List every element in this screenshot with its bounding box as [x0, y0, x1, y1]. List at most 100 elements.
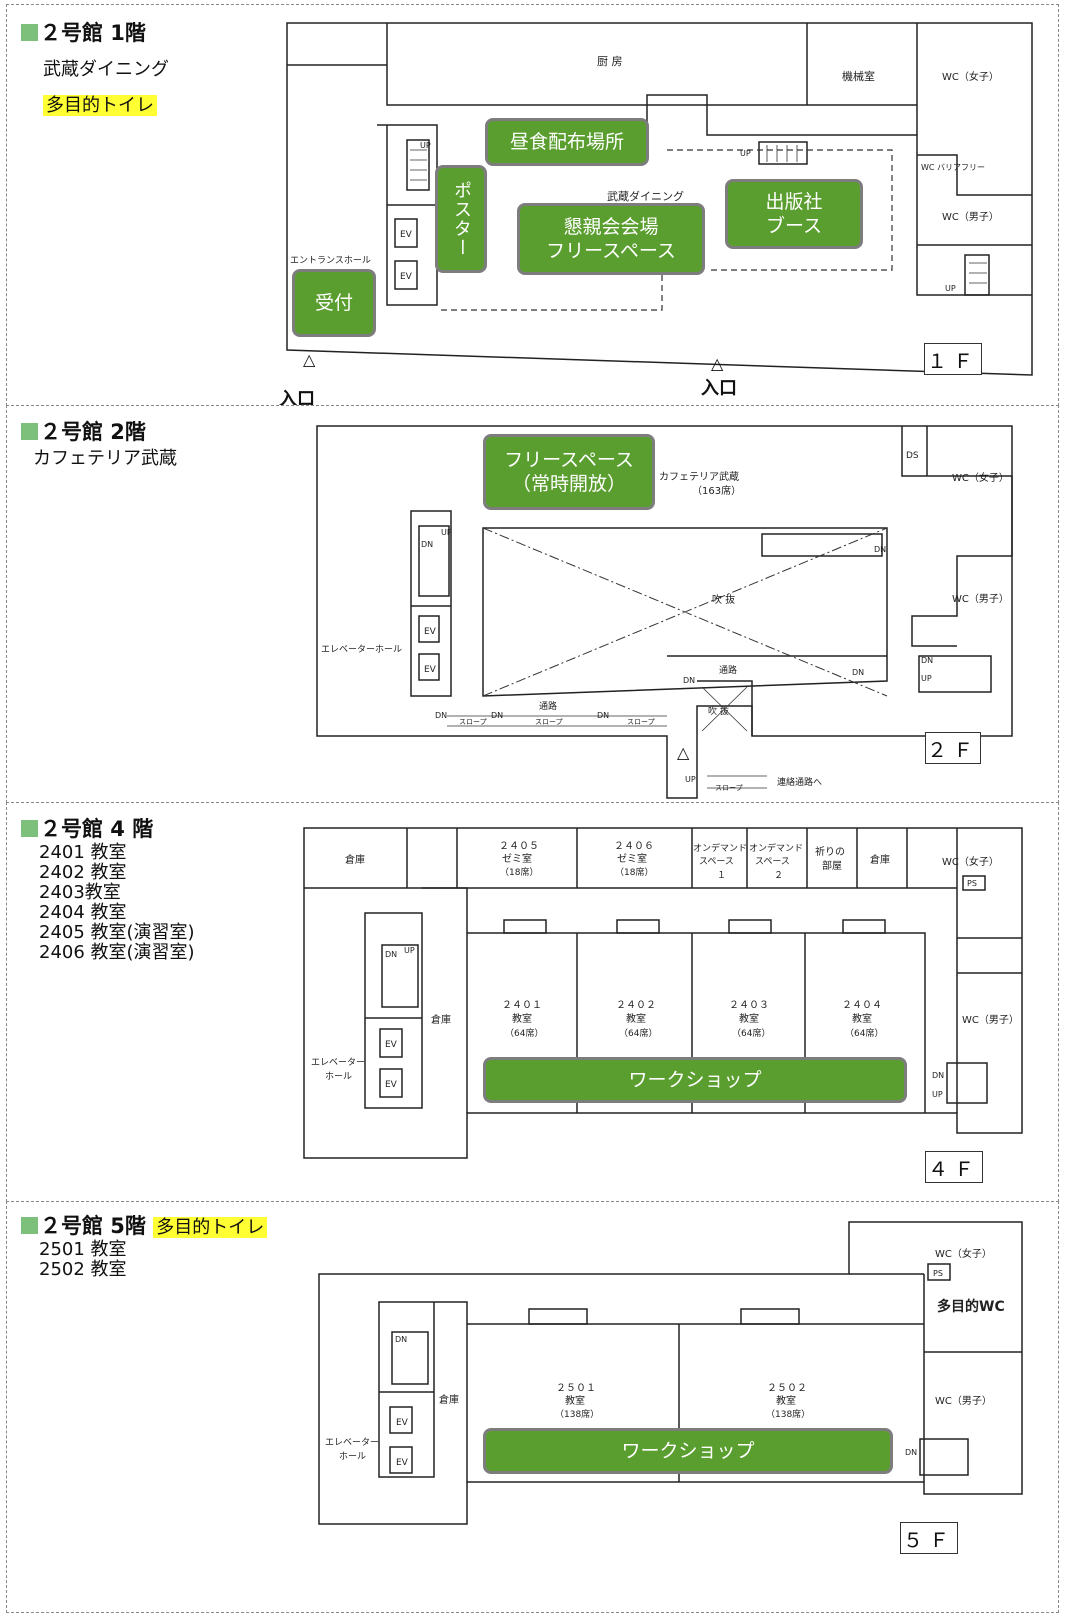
- dn-label: DN: [421, 540, 433, 549]
- up-label: UP: [420, 141, 431, 150]
- room-2403-seats: （64席）: [732, 1027, 770, 1039]
- floor-number-label: ４Ｆ: [925, 1151, 983, 1183]
- storage-label: 倉庫: [345, 853, 365, 866]
- slope-label: スロープ: [715, 784, 743, 792]
- floor-number-label: １Ｆ: [924, 343, 982, 375]
- dining-label: 武蔵ダイニング: [607, 189, 684, 203]
- up-label: UP: [441, 528, 452, 537]
- reception-party-free-space-box: 懇親会会場 フリースペース: [517, 203, 705, 275]
- green-square-icon: [21, 1217, 38, 1234]
- ev-label: EV: [424, 665, 437, 675]
- wc-male-label: WC（男子）: [962, 1014, 1019, 1026]
- kitchen-label: 厨 房: [597, 55, 623, 68]
- room-2406-number: ２４０６: [614, 841, 654, 852]
- wc-barrierfree-label: WC バリアフリー: [921, 163, 985, 172]
- room-2502-seats: （138席）: [766, 1408, 810, 1420]
- entrance-label-left: 入口: [279, 389, 315, 410]
- up-label: UP: [685, 775, 696, 784]
- room-list-item: 2401 教室: [39, 842, 127, 863]
- passage-label: 通路: [719, 664, 737, 676]
- slope-label: スロープ: [535, 718, 563, 726]
- floor-5f: ２号館 5階 多目的トイレ 2501 教室 2502 教室 WC（女子） PS …: [6, 1201, 1059, 1613]
- floor-1f-toilet: 多目的トイレ: [43, 95, 157, 116]
- multipurpose-wc-label: 多目的WC: [937, 1298, 1005, 1315]
- workshop-box: ワークショップ: [483, 1428, 893, 1474]
- floor-5f-toilet: 多目的トイレ: [153, 1217, 268, 1238]
- ondemand-1-line2: スペース: [699, 857, 734, 867]
- room-2401-type: 教室: [512, 1012, 532, 1025]
- up-label: UP: [945, 284, 956, 293]
- ondemand-2-line1: オンデマンド: [749, 842, 803, 854]
- dn-label: DN: [921, 656, 933, 665]
- room-2404-number: ２４０４: [842, 1000, 882, 1011]
- floor-2f-title: ２号館 2階: [21, 416, 146, 446]
- up-label: UP: [921, 674, 932, 683]
- floor-1f: ２号館 1階 武蔵ダイニング 多目的トイレ 厨 房 機械室 WC（女子） WC（…: [6, 4, 1059, 410]
- ondemand-1-line3: １: [717, 871, 726, 881]
- wc-male-label: WC（男子）: [942, 211, 999, 223]
- slope-label: スロープ: [627, 718, 655, 726]
- floor-5f-title: ２号館 5階 多目的トイレ: [21, 1210, 268, 1240]
- room-2502-type: 教室: [776, 1394, 796, 1407]
- slope-label: スロープ: [459, 718, 487, 726]
- cafeteria-label: カフェテリア武蔵: [659, 470, 739, 483]
- ps-label: PS: [933, 1269, 943, 1278]
- room-list-item: 2403教室: [39, 882, 121, 903]
- room-2405-type: ゼミ室: [502, 852, 532, 865]
- elevator-hall-label: エレベーターホール: [321, 644, 402, 655]
- ev-label: EV: [396, 1458, 409, 1468]
- wc-male-label: WC（男子）: [952, 593, 1009, 605]
- room-2402-type: 教室: [626, 1012, 646, 1025]
- room-2502-number: ２５０２: [767, 1383, 807, 1394]
- up-label: UP: [740, 149, 751, 158]
- ev-label: EV: [396, 1418, 409, 1428]
- entrance-marker-icon: △: [711, 354, 724, 373]
- ev-label: EV: [385, 1080, 398, 1090]
- dn-label: DN: [874, 545, 886, 554]
- room-2401-seats: （64席）: [505, 1027, 543, 1039]
- green-square-icon: [21, 820, 38, 837]
- room-list-item: 2501 教室: [39, 1239, 127, 1260]
- workshop-box: ワークショップ: [483, 1057, 907, 1103]
- wc-female-label: WC（女子）: [935, 1247, 992, 1260]
- up-label: UP: [404, 946, 415, 955]
- passage-label: 通路: [539, 700, 557, 712]
- dn-label: DN: [435, 711, 447, 720]
- room-2402-seats: （64席）: [619, 1027, 657, 1039]
- ondemand-1-line1: オンデマンド: [693, 842, 747, 854]
- green-square-icon: [21, 423, 38, 440]
- publisher-booth-box: 出版社 ブース: [725, 179, 863, 249]
- cafeteria-seats-label: （163席）: [692, 484, 741, 497]
- room-list-item: 2404 教室: [39, 902, 127, 923]
- floor-4f-plan: 倉庫 ２４０５ ゼミ室 （18席） ２４０６ ゼミ室 （18席） オンデマンド …: [303, 827, 1023, 1159]
- room-2401-number: ２４０１: [502, 1000, 542, 1011]
- room-2406-type: ゼミ室: [617, 852, 647, 865]
- dn-label: DN: [683, 676, 695, 685]
- room-2402-number: ２４０２: [616, 1000, 656, 1011]
- ev-label: EV: [400, 230, 413, 240]
- wc-female-label: WC（女子）: [952, 471, 1009, 484]
- room-2403-number: ２４０３: [729, 1000, 769, 1011]
- room-2405-seats: （18席）: [500, 866, 538, 878]
- floor-2f: ２号館 2階 カフェテリア武蔵 カフェテリア武蔵 （163席） DS WC（女子…: [6, 405, 1059, 803]
- floor-4f-room-list: 2401 教室 2402 教室 2403教室 2404 教室 2405 教室(演…: [39, 843, 195, 963]
- storage-label: 倉庫: [431, 1013, 451, 1026]
- room-list-item: 2502 教室: [39, 1259, 127, 1280]
- storage-label: 倉庫: [439, 1393, 459, 1406]
- void-label: 吹 抜: [712, 593, 735, 606]
- prayer-room-line1: 祈りの: [815, 846, 845, 858]
- ondemand-2-line2: スペース: [755, 857, 790, 867]
- ds-label: DS: [906, 451, 919, 461]
- floor-1f-title: ２号館 1階: [21, 17, 146, 47]
- room-2501-seats: （138席）: [555, 1408, 599, 1420]
- ps-label: PS: [967, 879, 977, 888]
- room-2404-seats: （64席）: [845, 1027, 883, 1039]
- elevator-hall-line2: ホール: [325, 1071, 352, 1082]
- floor-2f-desc: カフェテリア武蔵: [33, 448, 177, 469]
- machine-room-label: 機械室: [842, 69, 875, 83]
- storage-label: 倉庫: [870, 853, 890, 866]
- dn-label: DN: [932, 1071, 944, 1080]
- dn-label: DN: [491, 711, 503, 720]
- room-2404-type: 教室: [852, 1012, 872, 1025]
- floor-5f-room-list: 2501 教室 2502 教室: [39, 1240, 127, 1280]
